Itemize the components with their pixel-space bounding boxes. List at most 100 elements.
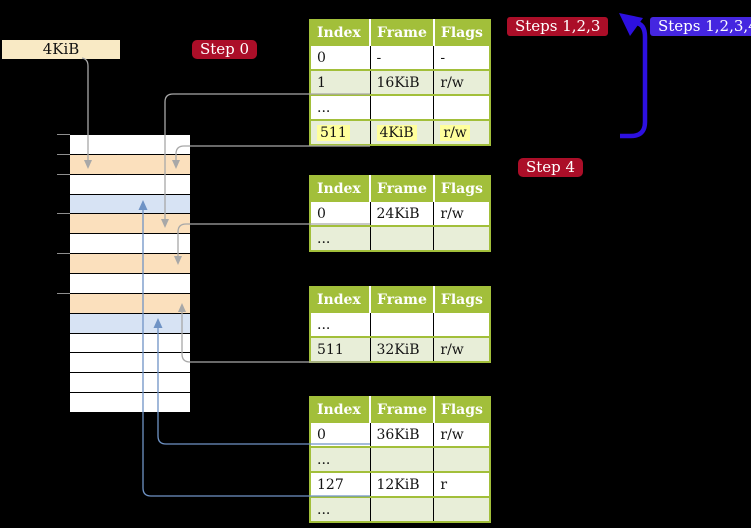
cell-frame	[370, 94, 435, 120]
column-header-flags: Flags	[433, 176, 490, 201]
memory-frame-row-plain	[70, 353, 190, 374]
memory-tick	[57, 153, 70, 155]
table-row: ...	[310, 496, 490, 522]
steps-loop-arrow	[620, 20, 648, 139]
step-4-badge: Step 4	[518, 158, 584, 177]
cell-index: ...	[310, 311, 371, 337]
table-header-row: Index Frame Flags	[310, 176, 490, 201]
cell-frame: 12KiB	[370, 471, 435, 497]
table-row: ...	[310, 311, 490, 337]
memory-frame-row-plain	[70, 393, 190, 414]
column-header-flags: Flags	[433, 287, 490, 312]
cell-flags	[433, 225, 490, 251]
cell-frame	[370, 496, 435, 522]
cell-flags: r	[433, 471, 490, 497]
step-0-badge: Step 0	[192, 40, 258, 59]
memory-frame-row-wheat	[70, 214, 190, 235]
cell-flags: r/w	[433, 69, 490, 95]
cell-index: 0	[310, 44, 371, 70]
column-header-frame: Frame	[370, 397, 435, 422]
cell-index: 511	[310, 119, 371, 145]
memory-frame-row-blue	[70, 194, 190, 215]
column-header-flags: Flags	[433, 397, 490, 422]
memory-frame-row-blue	[70, 313, 190, 334]
cell-index: ...	[310, 225, 371, 251]
cell-frame: 32KiB	[370, 336, 435, 362]
steps-1234-badge: Steps 1,2,3,4	[650, 17, 751, 36]
table-row-highlighted: 511 4KiB r/w	[310, 119, 490, 145]
cell-frame: 36KiB	[370, 421, 435, 447]
frame-size-label: 4KiB	[2, 40, 120, 59]
table-row: 1 16KiB r/w	[310, 69, 490, 95]
memory-frame-row-plain	[70, 135, 190, 155]
cell-flags	[433, 94, 490, 120]
cell-index: 0	[310, 421, 371, 447]
column-header-frame: Frame	[370, 20, 435, 45]
cell-frame	[370, 446, 435, 472]
cell-flags	[433, 496, 490, 522]
cell-index: 127	[310, 471, 371, 497]
page-table-level-3: Index Frame Flags ... 511 32KiB r/w	[309, 286, 491, 363]
column-header-index: Index	[310, 176, 371, 201]
page-table-level-1: Index Frame Flags 0 - - 1 16KiB r/w ... …	[309, 19, 491, 146]
memory-tick	[57, 173, 70, 175]
table-row: 511 32KiB r/w	[310, 336, 490, 362]
steps-123-badge: Steps 1,2,3	[507, 17, 609, 36]
table-row: 0 - -	[310, 44, 490, 70]
table-row: ...	[310, 446, 490, 472]
memory-frame-row-wheat	[70, 154, 190, 175]
arrowhead-up-left-icon	[619, 13, 643, 36]
cell-index: ...	[310, 446, 371, 472]
column-header-index: Index	[310, 287, 371, 312]
memory-frame-row-plain	[70, 373, 190, 394]
cell-flags	[433, 311, 490, 337]
memory-tick	[57, 292, 70, 294]
cell-frame: 24KiB	[370, 200, 435, 226]
cell-frame: -	[370, 44, 435, 70]
cell-index: 1	[310, 69, 371, 95]
table-header-row: Index Frame Flags	[310, 287, 490, 312]
cell-flags: r/w	[433, 336, 490, 362]
cell-frame	[370, 225, 435, 251]
table-row: 0 24KiB r/w	[310, 200, 490, 226]
memory-tick	[57, 133, 70, 135]
cell-index: 0	[310, 200, 371, 226]
memory-frame-row-wheat	[70, 293, 190, 314]
memory-column	[70, 134, 190, 414]
page-table-level-4: Index Frame Flags 0 36KiB r/w ... 127 12…	[309, 396, 491, 523]
column-header-index: Index	[310, 397, 371, 422]
cell-flags: -	[433, 44, 490, 70]
cell-flags: r/w	[433, 421, 490, 447]
arrow-t1row511-to-4kib	[175, 145, 370, 161]
memory-tick	[57, 212, 70, 214]
highlight-mark: r/w	[440, 124, 470, 141]
table-row: 0 36KiB r/w	[310, 421, 490, 447]
memory-frame-row-plain	[70, 174, 190, 195]
table-row: 127 12KiB r	[310, 471, 490, 497]
memory-frame-row-plain	[70, 234, 190, 255]
highlight-mark: 4KiB	[376, 124, 417, 141]
memory-frame-row-plain	[70, 333, 190, 354]
table-row: ...	[310, 225, 490, 251]
cell-frame: 16KiB	[370, 69, 435, 95]
cell-frame: 4KiB	[370, 119, 435, 145]
table-row: ...	[310, 94, 490, 120]
cell-index: 511	[310, 336, 371, 362]
table-header-row: Index Frame Flags	[310, 20, 490, 45]
cell-flags	[433, 446, 490, 472]
column-header-flags: Flags	[433, 20, 490, 45]
column-header-frame: Frame	[370, 287, 435, 312]
memory-tick	[57, 252, 70, 254]
memory-frame-row-wheat	[70, 254, 190, 275]
column-header-index: Index	[310, 20, 371, 45]
cell-frame	[370, 311, 435, 337]
cell-index: ...	[310, 496, 371, 522]
highlight-mark: 511	[317, 124, 350, 141]
column-header-frame: Frame	[370, 176, 435, 201]
cell-index: ...	[310, 94, 371, 120]
cell-flags: r/w	[433, 119, 490, 145]
memory-frame-row-plain	[70, 274, 190, 294]
table-header-row: Index Frame Flags	[310, 397, 490, 422]
page-table-level-2: Index Frame Flags 0 24KiB r/w ...	[309, 175, 491, 252]
